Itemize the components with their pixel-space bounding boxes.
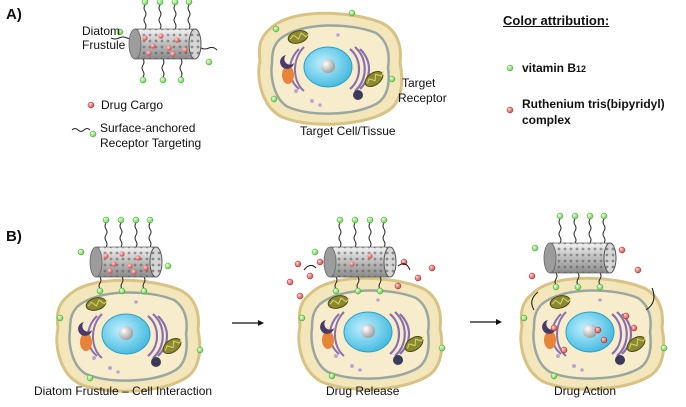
vitamin-b12-swatch xyxy=(506,64,514,72)
legend-item-vitamin-b12: vitamin B12 xyxy=(522,61,586,76)
frustule-a xyxy=(110,0,218,84)
surface-receptor-icon xyxy=(71,128,97,138)
target-receptor-line2: Receptor xyxy=(398,91,447,105)
vitamin-b12-label: vitamin B xyxy=(522,61,577,75)
target-cell xyxy=(257,9,404,126)
step-arrow-2 xyxy=(470,319,502,325)
panel-a-label: A) xyxy=(6,6,22,23)
frustule-label-line2: Frustule xyxy=(82,38,126,52)
ruthenium-label-line2: complex xyxy=(522,113,571,127)
step-label-1: Diatom Frustule – Cell Interaction xyxy=(34,384,213,398)
drug-cargo-icon xyxy=(87,101,95,109)
frustule-step-2 xyxy=(311,216,397,295)
frustule-label-line1: Diatom xyxy=(82,24,121,38)
legend-title: Color attribution: xyxy=(503,13,610,28)
surface-label-line1: Surface-anchored xyxy=(100,121,196,135)
vitamin-b12-subscript: 12 xyxy=(576,64,587,74)
target-receptor-line1: Target xyxy=(402,76,436,90)
cell-step-3 xyxy=(519,276,668,391)
step-arrow-1 xyxy=(232,320,264,326)
frustule-step-3 xyxy=(531,212,617,291)
cell-step-1 xyxy=(55,278,204,393)
cell-step-2 xyxy=(297,276,446,391)
target-cell-label: Target Cell/Tissue xyxy=(300,124,396,138)
surface-label-line2: Receptor Targeting xyxy=(100,136,202,150)
step-label-2: Drug Release xyxy=(326,384,400,398)
ruthenium-swatch xyxy=(506,106,514,114)
panel-b-label: B) xyxy=(6,228,22,245)
released-cargo xyxy=(286,258,436,300)
drug-cargo-label: Drug Cargo xyxy=(101,98,164,112)
drug-action-arrows xyxy=(528,246,655,311)
ruthenium-label-line1: Ruthenium tris(bipyridyl) xyxy=(522,97,665,111)
frustule-step-1 xyxy=(77,216,172,295)
step-label-3: Drug Action xyxy=(554,384,617,398)
